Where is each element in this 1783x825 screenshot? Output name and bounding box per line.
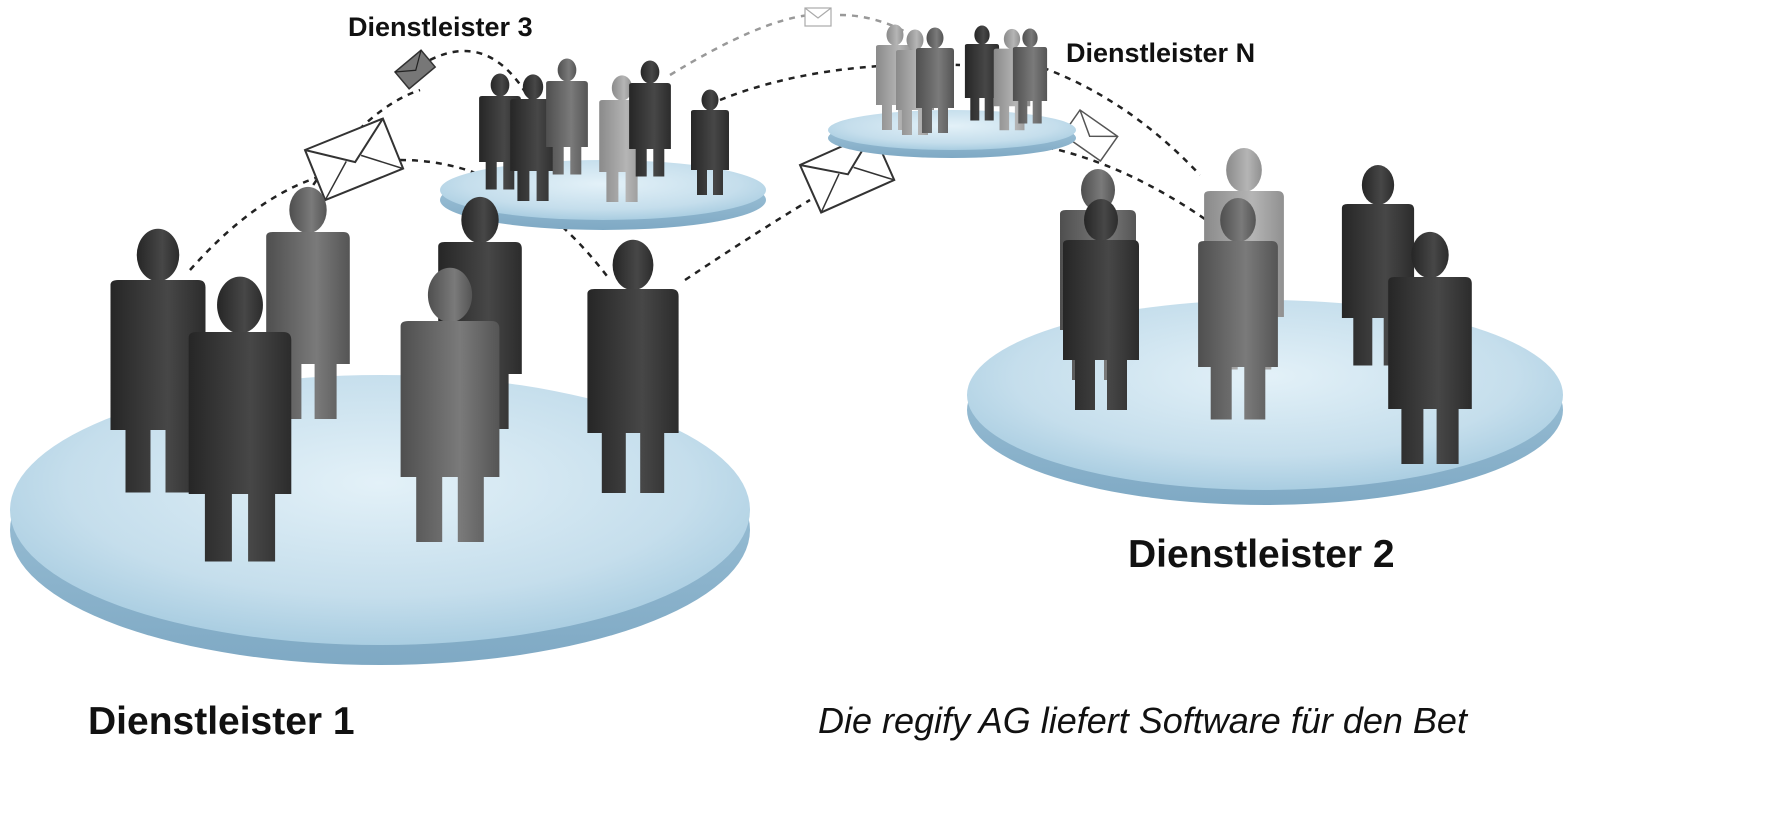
envelope-icon <box>303 117 405 202</box>
group-label-d1: Dienstleister 1 <box>88 700 355 743</box>
link-d3-envelope <box>429 49 532 101</box>
link-d3-dn-top <box>669 13 811 77</box>
group-label-dn: Dienstleister N <box>1066 38 1256 68</box>
envelope-icon <box>1061 108 1119 163</box>
group-label-d2: Dienstleister 2 <box>1128 533 1395 576</box>
caption-text: Die regify AG liefert Software für den B… <box>818 700 1467 741</box>
group-label-d3: Dienstleister 3 <box>348 12 533 42</box>
envelope-icon <box>804 7 832 27</box>
link-d1-dn <box>684 198 811 282</box>
link-dn-d2-b <box>999 138 1241 246</box>
envelope-icon <box>393 49 437 90</box>
